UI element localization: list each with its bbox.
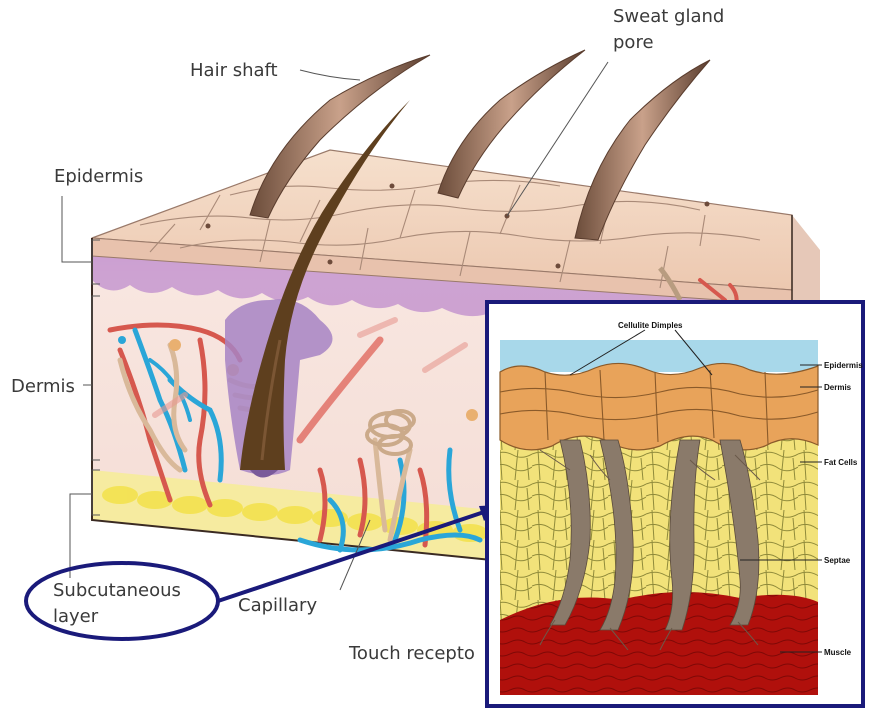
- label-subcutaneous-line1: Subcutaneous: [53, 580, 181, 601]
- label-hair-shaft: Hair shaft: [190, 60, 278, 81]
- inset-label-epidermis: Epidermis: [824, 361, 863, 370]
- subcutaneous-highlight-oval: [26, 563, 218, 639]
- label-sweat-gland-line2: pore: [613, 32, 654, 53]
- inset-label-cellulite-dimples: Cellulite Dimples: [618, 321, 683, 330]
- cellulite-inset: Cellulite Dimples Epidermis Dermis Fat C…: [487, 302, 863, 706]
- label-epidermis: Epidermis: [54, 166, 143, 187]
- label-dermis: Dermis: [11, 376, 75, 397]
- label-capillary: Capillary: [238, 595, 317, 616]
- inset-label-septae: Septae: [824, 556, 851, 565]
- label-touch-receptor: Touch recepto: [348, 643, 475, 664]
- inset-label-fat-cells: Fat Cells: [824, 458, 858, 467]
- inset-label-muscle: Muscle: [824, 648, 852, 657]
- label-subcutaneous-line2: layer: [53, 606, 99, 627]
- label-sweat-gland-line1: Sweat gland: [613, 6, 724, 27]
- inset-label-dermis: Dermis: [824, 383, 852, 392]
